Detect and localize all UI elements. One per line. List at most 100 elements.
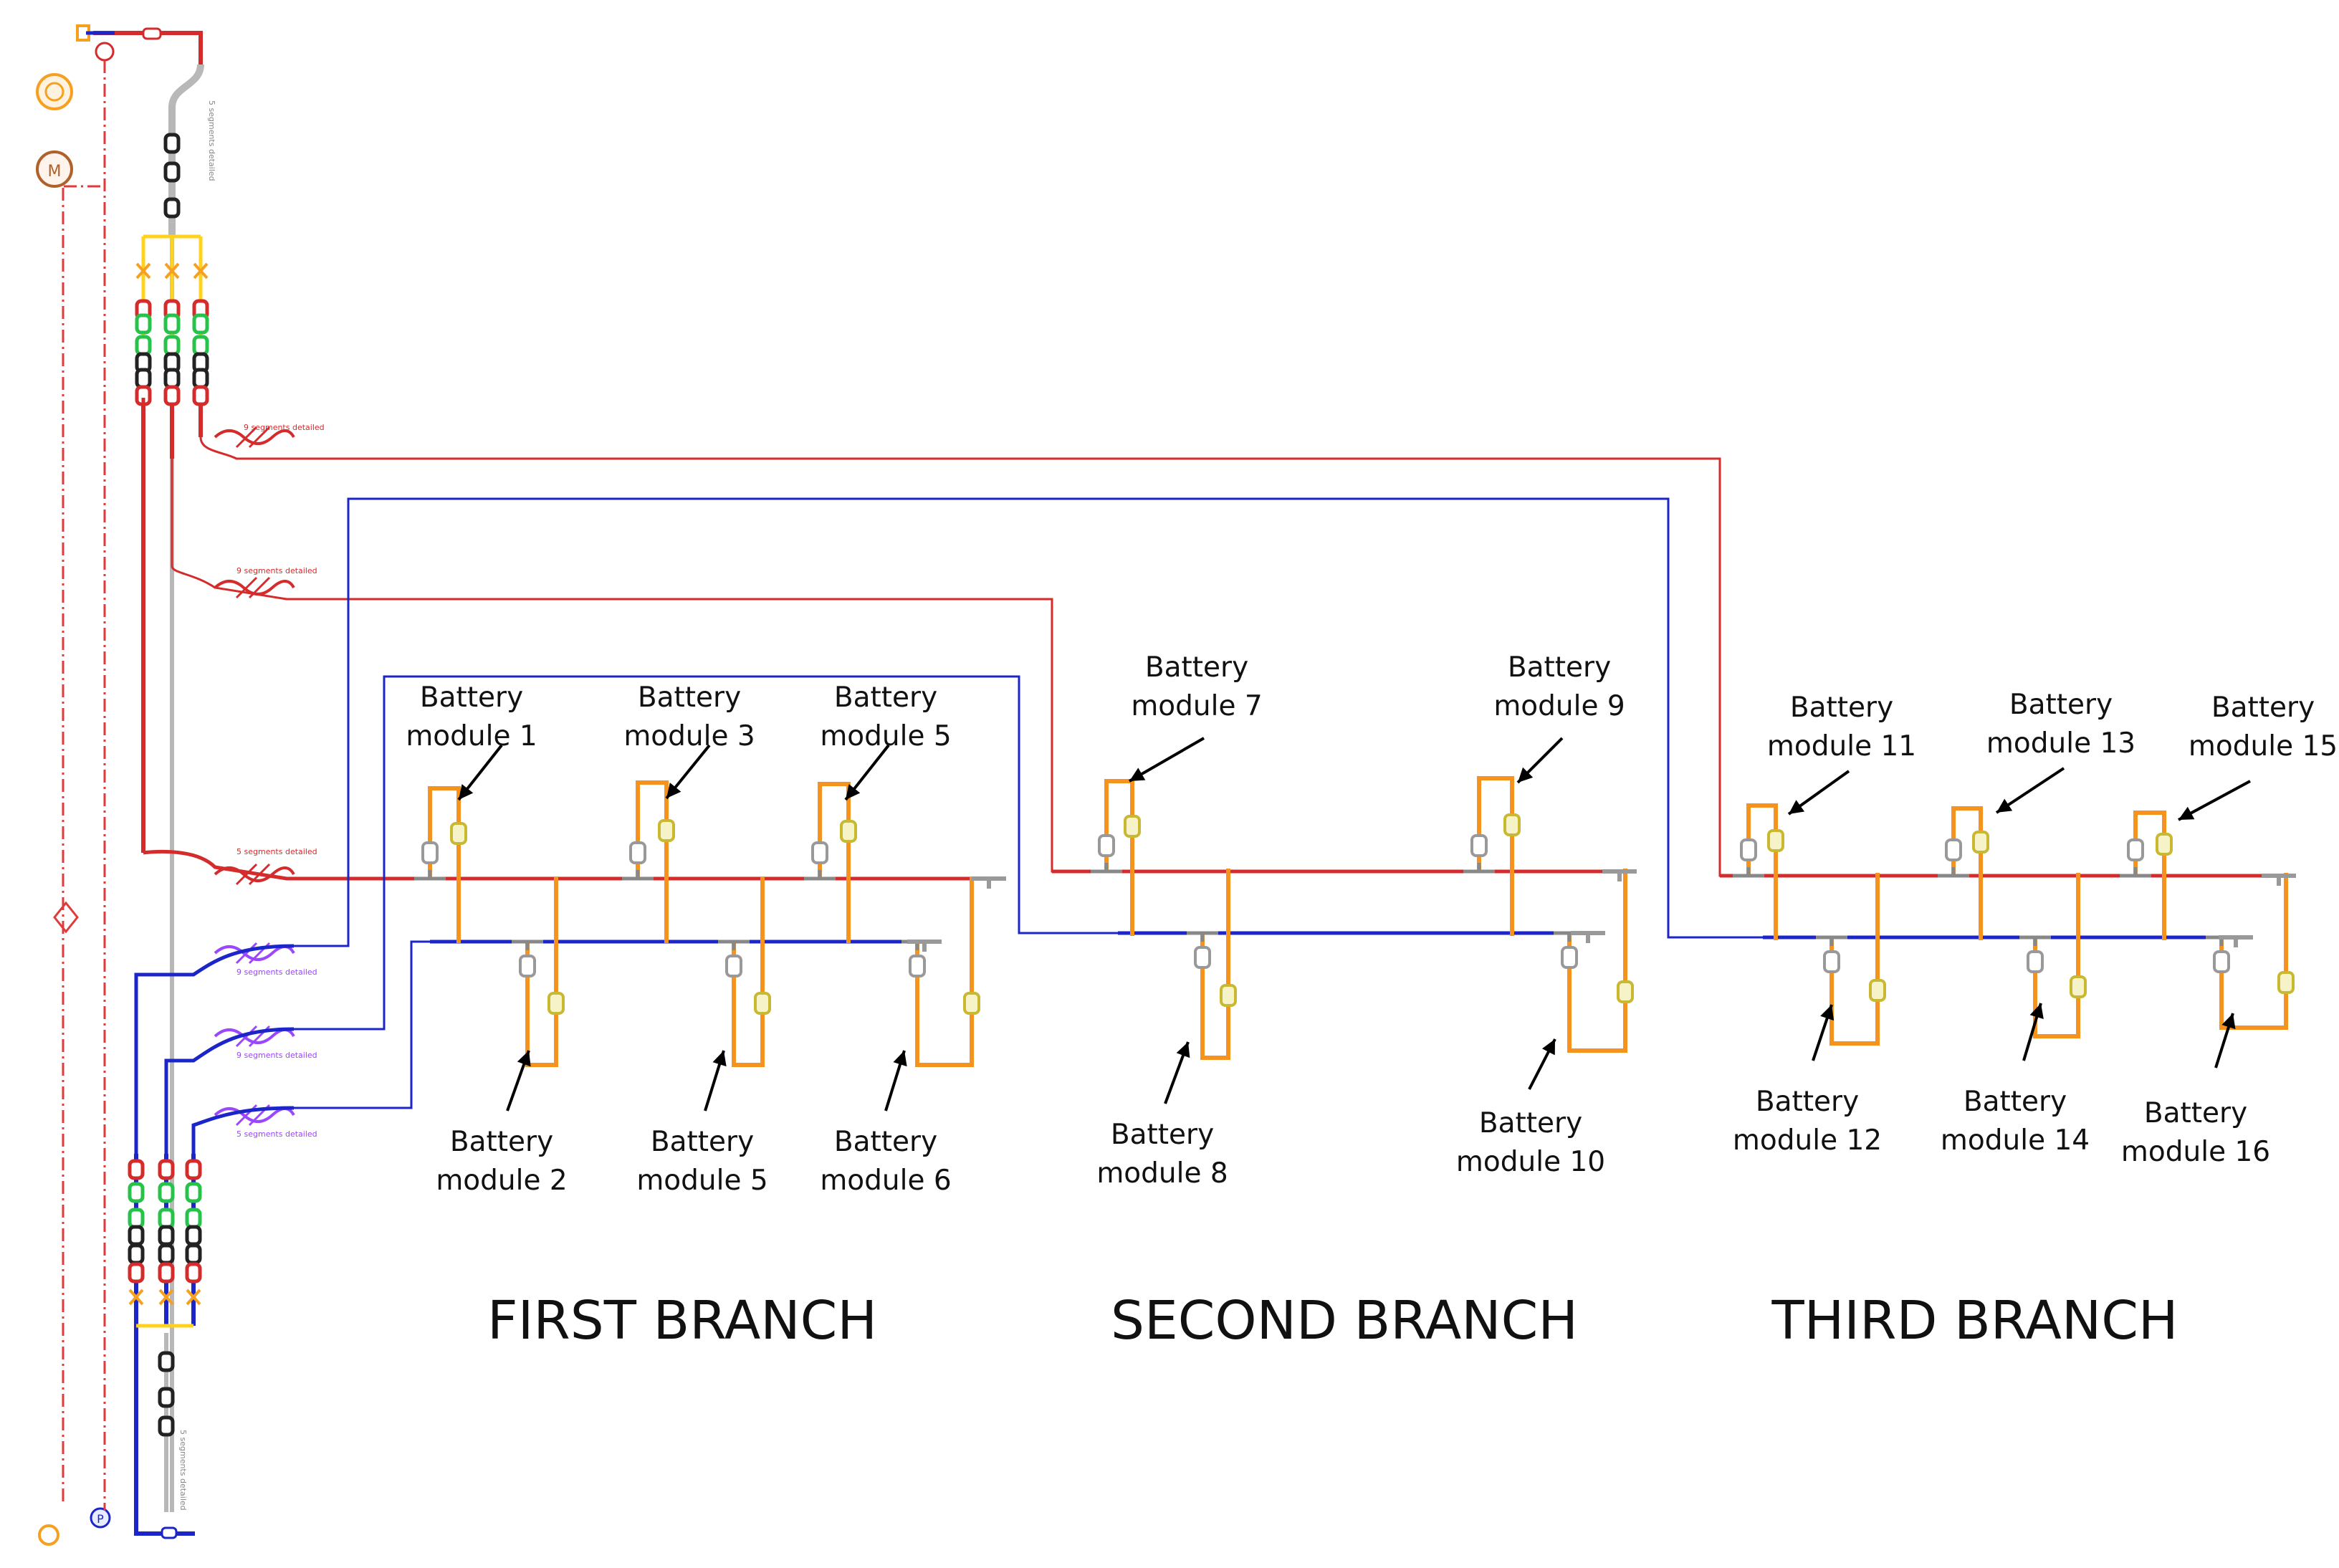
pipe-connector (192, 335, 209, 356)
pipe-connector (909, 955, 926, 977)
battery-module-3[interactable]: Battery module 3 (622, 682, 755, 943)
battery-module-label-line1: Battery (2009, 689, 2113, 721)
battery-module-label-line1: Battery (1756, 1086, 1859, 1118)
battery-cell-block[interactable] (1503, 813, 1521, 836)
battery-module-label-line2: module 2 (436, 1165, 567, 1197)
valve-icon[interactable] (128, 1289, 144, 1306)
valve-icon[interactable] (164, 262, 180, 279)
pipe-connector (421, 841, 439, 864)
pipe-connector (158, 1182, 175, 1203)
pipe-connector (158, 1387, 175, 1408)
battery-module-label-line1: Battery (1479, 1107, 1582, 1139)
pipe-connector (158, 1243, 175, 1265)
battery-cell-block[interactable] (1617, 980, 1634, 1003)
battery-cell-block[interactable] (963, 992, 980, 1015)
reservoir-inner-icon (44, 82, 64, 102)
battery-module-label-line2: module 14 (1941, 1124, 2090, 1157)
battery-module-label-line1: Battery (1790, 692, 1893, 724)
pipe-connector (135, 368, 152, 389)
battery-cell-block[interactable] (840, 820, 857, 843)
pump-icon[interactable] (90, 1507, 111, 1529)
tee-junction-icon (622, 870, 654, 881)
battery-cell-block[interactable] (2156, 833, 2173, 856)
callout-arrow-head (1129, 768, 1146, 781)
battery-cell-block[interactable] (1220, 984, 1237, 1007)
valve-icon[interactable] (135, 262, 151, 279)
battery-module-label-line2: module 15 (2189, 730, 2338, 763)
branch-title-third: THIRD BRANCH (1771, 1290, 2178, 1352)
battery-cell-block[interactable] (1869, 979, 1886, 1002)
tee-junction-icon (1816, 935, 1847, 946)
motor-icon[interactable] (36, 150, 73, 188)
pipe-connector (185, 1182, 202, 1203)
top-flex-pipe (168, 64, 204, 236)
pipe-connector (1740, 838, 1757, 861)
branch-end-cap-icon (1571, 931, 1605, 943)
cold-pipe-label-3: 5 segments detailed (236, 1129, 317, 1139)
battery-module-label-line2: module 8 (1096, 1157, 1228, 1190)
valve-icon[interactable] (186, 1289, 201, 1306)
pipe-connector (163, 335, 181, 356)
callout-arrow-line (1129, 737, 1205, 783)
bottom-connector (161, 1526, 178, 1539)
battery-module-label-line2: module 1 (406, 720, 537, 752)
pipe-connector (163, 313, 181, 335)
pipe-connector (1098, 834, 1115, 857)
pipe-connector (163, 197, 181, 219)
flexible-pipe-icon (214, 429, 295, 445)
battery-cell-block[interactable] (658, 819, 675, 842)
callout-arrow-head (712, 1051, 727, 1067)
battery-module-label-line2: module 11 (1767, 730, 1916, 763)
battery-module-11[interactable]: Battery module 11 (1733, 692, 1916, 940)
battery-cell-block[interactable] (1124, 815, 1141, 838)
battery-module-1[interactable]: Battery module 1 (406, 682, 537, 943)
pipe-connector (128, 1159, 145, 1180)
battery-module-12[interactable]: Battery module 12 (1733, 873, 1886, 1157)
left-icons: M P (36, 24, 115, 1546)
top-sensor-icon[interactable] (95, 42, 115, 62)
battery-cell-block[interactable] (754, 992, 771, 1015)
callout-arrow-head (1518, 767, 1534, 783)
battery-module-label-line2: module 12 (1733, 1124, 1882, 1157)
battery-cell-block[interactable] (547, 992, 565, 1015)
module-coolant-loop (525, 877, 558, 1067)
module-coolant-loop (2033, 873, 2080, 1038)
branch-end-cap-icon (907, 940, 942, 952)
pipe-connector (128, 1208, 145, 1229)
valve-icon[interactable] (158, 1289, 174, 1306)
battery-module-label-line2: module 9 (1493, 690, 1625, 722)
battery-cell-block[interactable] (1972, 831, 1989, 854)
pipe-connector (811, 841, 828, 864)
battery-module-label-line1: Battery (638, 682, 741, 714)
module-coolant-loop (2219, 873, 2288, 1030)
battery-module-label-line2: module 3 (623, 720, 755, 752)
battery-cell-block[interactable] (1767, 829, 1784, 852)
battery-cell-block[interactable] (2070, 975, 2087, 998)
module-coolant-loop (1104, 779, 1134, 936)
valve-icon[interactable] (193, 262, 209, 279)
callout-arrow-head (2029, 1003, 2044, 1020)
hot-line-to-second-branch (171, 459, 1620, 873)
fluid-reservoir-icon[interactable] (36, 73, 73, 110)
pipe-connector (1945, 838, 1962, 861)
battery-cell-block[interactable] (2277, 971, 2295, 994)
battery-module-label-line1: Battery (420, 682, 523, 714)
cold-pipe-label-2: 9 segments detailed (236, 1051, 317, 1060)
battery-cell-block[interactable] (450, 822, 467, 845)
battery-module-label-line2: module 16 (2121, 1136, 2270, 1168)
controller-diamond-icon[interactable] (53, 901, 79, 934)
pipe-connector (163, 133, 181, 154)
